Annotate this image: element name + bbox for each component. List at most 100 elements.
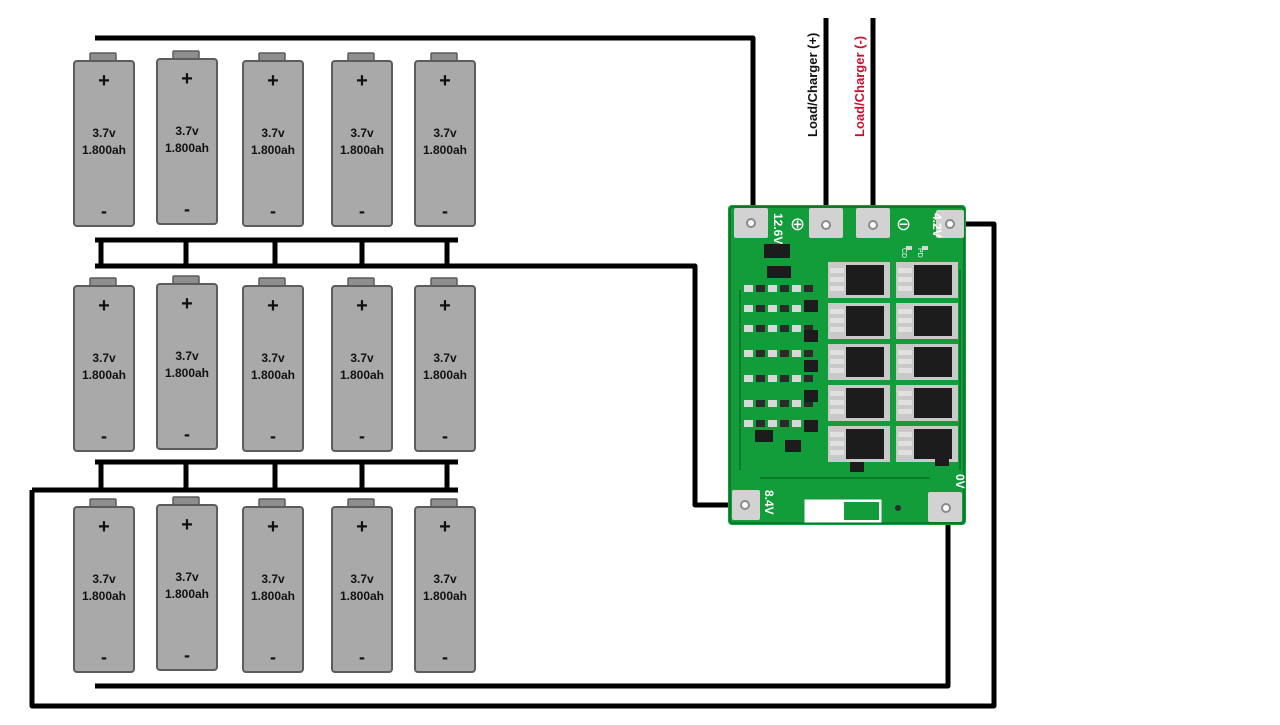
cell-minus-sign: - [442, 201, 448, 221]
battery-cell: +3.7v1.800ah- [156, 275, 218, 450]
cell-plus-sign: + [439, 516, 451, 538]
battery-cell: +3.7v1.800ah- [73, 498, 135, 673]
battery-cell: +3.7v1.800ah- [414, 498, 476, 673]
wire-bottom-bank-to-0v [95, 510, 951, 689]
led-indicator [922, 246, 928, 250]
cell-voltage: 3.7v [261, 572, 285, 586]
battery-bank-3: +3.7v1.800ah-+3.7v1.800ah-+3.7v1.800ah-+… [73, 496, 476, 673]
cell-plus-sign: + [356, 295, 368, 317]
cell-capacity: 1.800ah [82, 368, 126, 382]
cell-voltage: 3.7v [350, 126, 374, 140]
pad-12v6 [734, 208, 768, 238]
smd-component [780, 400, 789, 407]
cell-plus-sign: + [98, 516, 110, 538]
cell-plus-sign: + [267, 516, 279, 538]
battery-cell: +3.7v1.800ah- [331, 277, 393, 452]
cell-minus-sign: - [270, 426, 276, 446]
battery-cell: +3.7v1.800ah- [156, 50, 218, 225]
silk-4v2: 4.2V [930, 213, 944, 238]
smd-component [804, 375, 813, 382]
cell-voltage: 3.7v [433, 572, 457, 586]
cell-voltage: 3.7v [92, 351, 116, 365]
sot-transistor [804, 420, 818, 432]
smd-component [804, 350, 813, 357]
cell-plus-sign: + [98, 295, 110, 317]
cell-minus-sign: - [359, 201, 365, 221]
wires [29, 18, 997, 709]
cell-capacity: 1.800ah [165, 141, 209, 155]
cell-capacity: 1.800ah [251, 368, 295, 382]
cell-voltage: 3.7v [433, 126, 457, 140]
battery-cell: +3.7v1.800ah- [331, 498, 393, 673]
sot-transistor [804, 330, 818, 342]
battery-cell: +3.7v1.800ah- [73, 52, 135, 227]
smd-component [804, 400, 813, 407]
smd-component [780, 350, 789, 357]
sot-transistor [804, 390, 818, 402]
silk-led-cd: CD [900, 248, 907, 258]
smd-component [792, 285, 801, 292]
lead-label-positive: Load/Charger (+) [805, 33, 820, 137]
cell-capacity: 1.800ah [423, 368, 467, 382]
cell-voltage: 3.7v [175, 570, 199, 584]
mounting-hole [895, 505, 901, 511]
smd-component [744, 420, 753, 427]
cell-voltage: 3.7v [92, 126, 116, 140]
smd-component [792, 420, 801, 427]
smd-component [792, 375, 801, 382]
silk-plus-symbol: ⊕ [790, 214, 805, 234]
smd-component [804, 285, 813, 292]
smd-component [756, 375, 765, 382]
mosfet [896, 303, 958, 339]
wire-middle-bank-to-8v4 [95, 263, 744, 508]
smd-component [780, 305, 789, 312]
cell-plus-sign: + [267, 295, 279, 317]
smd-component [768, 350, 777, 357]
smd-component [744, 350, 753, 357]
cell-plus-sign: + [181, 68, 193, 90]
smd-component [744, 375, 753, 382]
mosfet [828, 262, 890, 298]
cell-capacity: 1.800ah [423, 143, 467, 157]
pad-8v4 [732, 490, 760, 520]
cell-capacity: 1.800ah [165, 587, 209, 601]
cell-voltage: 3.7v [175, 349, 199, 363]
mosfet [828, 426, 890, 462]
cell-minus-sign: - [184, 199, 190, 219]
cell-minus-sign: - [101, 647, 107, 667]
smd-component [756, 420, 765, 427]
wire-outer-loop-to-4v2 [29, 221, 997, 709]
pad-4v2 [936, 210, 964, 238]
cell-minus-sign: - [359, 647, 365, 667]
pad-0v [928, 492, 962, 522]
pcb-components [739, 244, 961, 511]
battery-cell: +3.7v1.800ah- [73, 277, 135, 452]
cell-capacity: 1.800ah [165, 366, 209, 380]
smd-component [744, 285, 753, 292]
battery-banks: +3.7v1.800ah-+3.7v1.800ah-+3.7v1.800ah-+… [73, 50, 476, 673]
wire-top-bank-to-12v6 [95, 35, 756, 222]
pad-negative [856, 208, 890, 238]
battery-bank-2: +3.7v1.800ah-+3.7v1.800ah-+3.7v1.800ah-+… [73, 275, 476, 452]
silk-model-40a: 40A [809, 501, 839, 518]
smd-component [850, 462, 864, 472]
cell-capacity: 1.800ah [82, 589, 126, 603]
smd-component [768, 375, 777, 382]
smd-component [756, 325, 765, 332]
cell-plus-sign: + [98, 70, 110, 92]
cell-minus-sign: - [270, 647, 276, 667]
battery-cell: +3.7v1.800ah- [331, 52, 393, 227]
control-ic [755, 430, 773, 442]
cell-capacity: 1.800ah [340, 589, 384, 603]
mosfet [828, 303, 890, 339]
battery-cell: +3.7v1.800ah- [242, 498, 304, 673]
smd-component [756, 400, 765, 407]
smd-component [780, 375, 789, 382]
cell-minus-sign: - [184, 424, 190, 444]
smd-component [780, 325, 789, 332]
mosfet [896, 426, 958, 462]
cell-minus-sign: - [442, 426, 448, 446]
control-ic [785, 440, 801, 452]
